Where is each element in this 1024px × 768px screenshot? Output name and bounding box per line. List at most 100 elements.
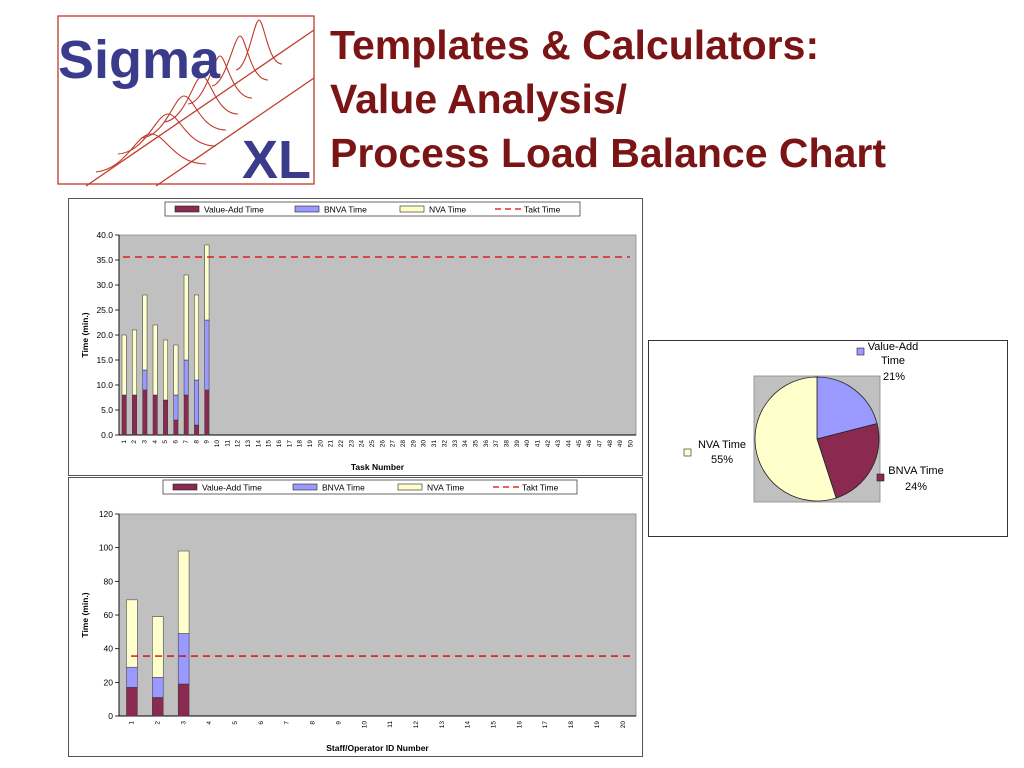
- x-tick-label: 13: [439, 721, 446, 729]
- bar-segment-value-add: [152, 697, 164, 717]
- x-tick-label: 49: [617, 440, 624, 448]
- logo-text-sigma: Sigma: [58, 30, 221, 90]
- x-tick-label: 23: [348, 440, 355, 448]
- legend-label-1: BNVA Time: [324, 205, 367, 215]
- legend-swatch-0: [174, 205, 200, 213]
- bar-segment-value-add: [132, 394, 137, 436]
- logo-text-xl: XL: [242, 130, 311, 188]
- y-tick-label: 15.0: [96, 355, 113, 365]
- pie-label-name: Time: [881, 355, 905, 367]
- pie-label-swatch-2: [683, 448, 692, 457]
- x-axis-title: Staff/Operator ID Number: [326, 743, 429, 753]
- x-tick-label: 20: [317, 440, 324, 448]
- x-tick-label: 8: [193, 440, 200, 444]
- x-tick-label: 19: [307, 440, 314, 448]
- x-tick-label: 42: [545, 440, 552, 448]
- x-tick-label: 14: [465, 721, 472, 729]
- title-line-2: Value Analysis/: [330, 76, 628, 122]
- legend-label-0: Value-Add Time: [202, 483, 262, 493]
- y-axis-title: Time (min.): [80, 592, 90, 637]
- x-tick-label: 36: [483, 440, 490, 448]
- legend-swatch-0: [172, 483, 198, 491]
- x-tick-label: 14: [255, 440, 262, 448]
- bar-segment-value-add: [183, 394, 189, 436]
- x-tick-label: 28: [400, 440, 407, 448]
- bar-segment-bnva: [126, 666, 138, 688]
- x-tick-label: 4: [152, 440, 159, 444]
- bar-segment-value-add: [152, 394, 158, 436]
- bar-segment-value-add: [163, 399, 168, 436]
- x-tick-label: 9: [204, 440, 211, 444]
- x-tick-label: 6: [258, 721, 265, 725]
- bar-segment-nva: [142, 294, 148, 371]
- x-tick-label: 27: [390, 440, 397, 448]
- y-tick-label: 25.0: [96, 305, 113, 315]
- legend-box: [164, 201, 581, 217]
- y-tick-label: 0.0: [101, 430, 113, 440]
- x-tick-label: 18: [568, 721, 575, 729]
- pie-label-name: BNVA Time: [888, 465, 943, 477]
- pie-label-swatch-1: [876, 473, 885, 482]
- x-tick-label: 22: [338, 440, 345, 448]
- legend-swatch-1: [294, 205, 320, 213]
- y-tick-label: 10.0: [96, 380, 113, 390]
- bar-segment-value-add: [194, 424, 199, 436]
- x-tick-label: 29: [410, 440, 417, 448]
- x-tick-label: 11: [387, 721, 394, 728]
- bar-segment-nva: [121, 334, 127, 396]
- x-tick-label: 2: [131, 440, 138, 444]
- bar-segment-bnva: [204, 319, 210, 391]
- bar-segment-bnva: [142, 369, 148, 391]
- x-tick-label: 38: [503, 440, 510, 448]
- bar-segment-bnva: [177, 633, 190, 685]
- x-tick-label: 39: [514, 440, 521, 448]
- y-tick-label: 40.0: [96, 230, 113, 240]
- bar-segment-bnva: [173, 394, 179, 421]
- x-tick-label: 47: [597, 440, 604, 448]
- x-tick-label: 34: [462, 440, 469, 448]
- x-tick-label: 45: [576, 440, 583, 448]
- x-tick-label: 10: [361, 721, 368, 729]
- x-tick-label: 16: [516, 721, 523, 729]
- x-tick-label: 26: [379, 440, 386, 448]
- bar-segment-nva: [173, 344, 179, 396]
- x-tick-label: 3: [180, 721, 187, 725]
- x-tick-label: 1: [121, 440, 128, 444]
- x-tick-label: 2: [154, 721, 161, 725]
- x-tick-label: 19: [594, 721, 601, 729]
- x-tick-label: 8: [310, 721, 317, 725]
- pie-label-percent: 21%: [883, 371, 905, 383]
- y-tick-label: 35.0: [96, 255, 113, 265]
- bar-segment-value-add: [173, 419, 179, 436]
- x-tick-label: 16: [276, 440, 283, 448]
- x-tick-label: 37: [493, 440, 500, 448]
- x-axis-title: Task Number: [351, 462, 405, 472]
- bar-segment-nva: [152, 616, 164, 678]
- x-tick-label: 18: [297, 440, 304, 448]
- x-tick-label: 9: [335, 721, 342, 725]
- pie-label-name: Value-Add: [868, 341, 919, 353]
- x-tick-label: 15: [491, 721, 498, 729]
- legend-label-0: Value-Add Time: [204, 205, 264, 215]
- legend-swatch-2: [397, 483, 423, 491]
- bar-segment-value-add: [121, 394, 127, 436]
- x-tick-label: 13: [245, 440, 252, 448]
- pie-label-swatch-0: [856, 347, 865, 356]
- x-tick-label: 44: [566, 440, 573, 448]
- x-tick-label: 6: [173, 440, 180, 444]
- pie-label-name: NVA Time: [698, 439, 746, 451]
- legend-label-2: NVA Time: [429, 205, 466, 215]
- legend-label-3: Takt Time: [522, 483, 559, 493]
- logo-distribution-curves: [95, 19, 283, 173]
- legend-swatch-1: [292, 483, 318, 491]
- bar-segment-value-add: [177, 683, 190, 717]
- y-tick-label: 120: [99, 509, 113, 519]
- x-tick-label: 35: [472, 440, 479, 448]
- sigmaxl-logo: Sigma XL: [57, 15, 315, 188]
- bar-segment-bnva: [194, 379, 199, 426]
